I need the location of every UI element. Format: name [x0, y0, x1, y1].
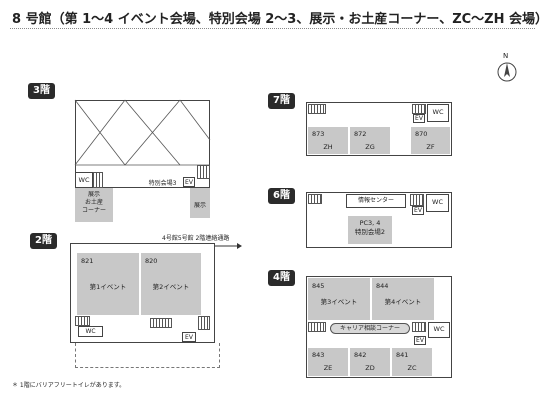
- floor-2-wc: WC: [85, 328, 96, 335]
- floor-4-room-841: [392, 348, 432, 376]
- floor-2-ev-box: [182, 332, 196, 342]
- floor-3-stairs-right: [197, 165, 210, 179]
- floor-badge-7f: 7階: [268, 93, 295, 109]
- floor-6-ev: EV: [414, 207, 422, 214]
- floor-3-display: 展示: [193, 202, 206, 209]
- floor-3-wc: WC: [78, 176, 90, 184]
- floor-4-room-842: [350, 348, 390, 376]
- floor-7-stairs-left: [308, 104, 326, 114]
- floor-7-wc-box: [427, 104, 449, 122]
- floor-2-outline-dashed: [75, 343, 220, 368]
- floor-7-stairs-right: [412, 104, 426, 114]
- floor-badge-3f: 3階: [28, 83, 55, 99]
- room-845-label: 第3イベント: [320, 298, 358, 306]
- floor-6-info-center: 情報センター: [357, 197, 394, 204]
- floor-6-room-line-2: 特別会場2: [354, 227, 386, 236]
- floor-badge-2f: 2階: [30, 233, 57, 249]
- room-870-code: ZF: [426, 143, 435, 151]
- room-872-code: ZG: [365, 143, 375, 151]
- room-841-number: 841: [396, 351, 409, 359]
- room-821-number: 821: [81, 257, 94, 265]
- floor-4-ev-box: [414, 336, 426, 345]
- floor-6-wc: WC: [432, 198, 443, 206]
- floor-7-wc: WC: [432, 108, 444, 116]
- room-820-number: 820: [145, 257, 158, 265]
- floor-2-wc-box: [78, 326, 103, 337]
- compass: N: [496, 52, 518, 84]
- room-872-number: 872: [354, 130, 367, 138]
- floor-3-display-area: [190, 188, 210, 218]
- compass-label: N: [503, 52, 509, 60]
- floor-3-display-souvenir-area: [75, 188, 113, 222]
- floor-7-room-873: [308, 127, 348, 154]
- floor-4-room-845: [308, 278, 370, 320]
- floor-3-wc-room: [75, 172, 93, 188]
- room-841-code: ZC: [407, 364, 417, 372]
- room-843-number: 843: [312, 351, 325, 359]
- floor-2-room-820: [141, 253, 201, 315]
- floor-6-stairs-left: [308, 194, 322, 204]
- floor-6-wc-box: [426, 194, 449, 212]
- floor-2-ev: EV: [185, 334, 193, 341]
- floor-7-room-872: [350, 127, 390, 154]
- floor-4-stairs-left: [308, 322, 326, 332]
- floor-6-ev-box: [412, 206, 424, 215]
- floor-badge-4f: 4階: [268, 270, 295, 286]
- room-843-code: ZE: [323, 364, 333, 372]
- room-842-number: 842: [354, 351, 367, 359]
- floor-7-ev-box: [413, 114, 425, 123]
- floor-4-room-843: [308, 348, 348, 376]
- floor-3-display-souvenir: 展示 お土産 コーナー: [75, 191, 113, 215]
- room-842-code: ZD: [365, 364, 375, 372]
- floor-4-ev: EV: [416, 337, 424, 344]
- floor-badge-6f: 6階: [268, 188, 295, 204]
- room-873-code: ZH: [323, 143, 333, 151]
- floor-3-ev: EV: [185, 179, 193, 186]
- page-title: 8 号館（第 1〜4 イベント会場、特別会場 2〜3、展示・お土産コーナー、ZC…: [12, 12, 545, 27]
- floor-4-wc-box: [428, 322, 450, 338]
- display-souvenir-line-3: コーナー: [81, 207, 106, 215]
- floor-3-special-room: 特別会場3: [148, 180, 177, 187]
- floor-4-career-corner-label: キャリア相談コーナー: [339, 325, 400, 332]
- floor-3-ev-box: [183, 177, 195, 187]
- room-820-label: 第2イベント: [152, 283, 190, 291]
- display-souvenir-line-1: 展示: [87, 191, 100, 198]
- room-844-label: 第4イベント: [384, 298, 422, 306]
- display-souvenir-line-2: お土産: [84, 199, 103, 207]
- floor-3-stairs-left: [93, 172, 103, 188]
- floor-2-room-821: [77, 253, 139, 315]
- floor-6-room-label: PC3, 4 特別会場2: [348, 219, 392, 237]
- floor-2-stairs-mid: [150, 318, 172, 328]
- floor-4-room-844: [372, 278, 434, 320]
- floor-2-stairs-right: [198, 316, 210, 330]
- floor-6-info-center-box: [346, 194, 406, 208]
- floor-2-stairs-left: [75, 316, 90, 326]
- north-arrow-icon: [497, 62, 517, 82]
- room-870-number: 870: [415, 130, 428, 138]
- room-845-number: 845: [312, 282, 325, 290]
- room-844-number: 844: [376, 282, 389, 290]
- room-873-number: 873: [312, 130, 325, 138]
- floor-6-room-line-1: PC3, 4: [359, 219, 381, 227]
- floor-6-special-room-2: [348, 216, 392, 244]
- floor-7-room-870: [411, 127, 450, 154]
- footnote: ＊ 1階にバリアフリートイレがあります。: [12, 382, 126, 389]
- floor-4-stairs-right: [412, 322, 426, 332]
- floor-7-ev: EV: [415, 115, 423, 122]
- floor-4-career-corner: [330, 323, 410, 334]
- floor-2-connection-label: 4号館5号館 2階連絡通路: [162, 235, 230, 242]
- floor-6-stairs-right: [410, 194, 424, 206]
- floor-4-wc: WC: [433, 325, 445, 333]
- room-821-label: 第1イベント: [89, 283, 127, 291]
- title-divider: [10, 28, 535, 29]
